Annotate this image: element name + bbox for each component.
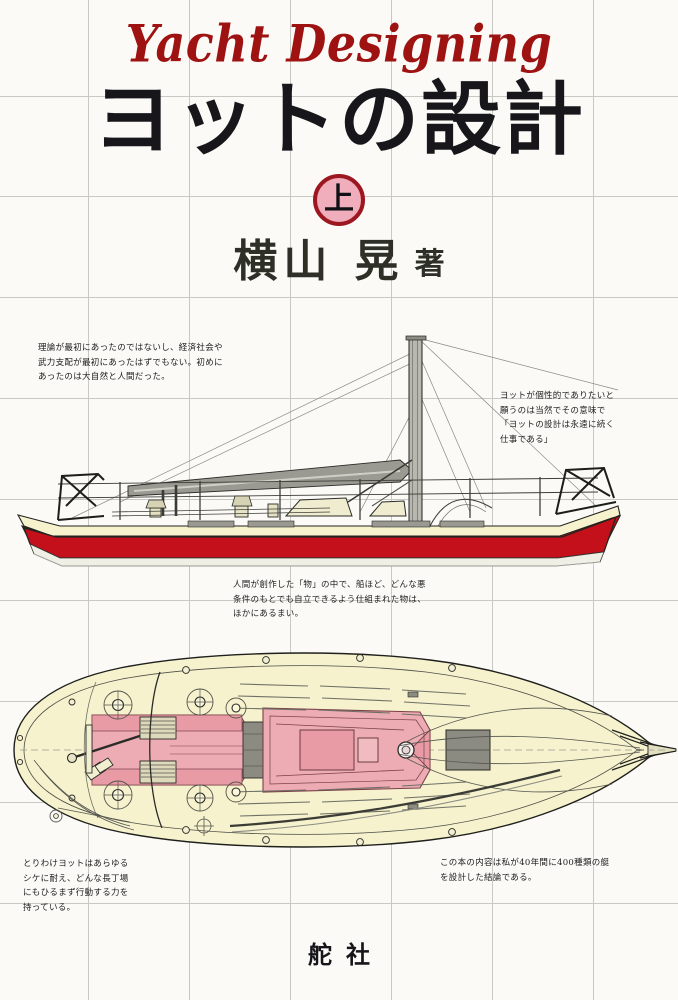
yacht-profile-drawing [16,335,622,567]
english-script-title: Yacht Designing [125,13,553,74]
caption-storm: とりわけヨットはあらゆるシケに耐え、どんな長丁場にもひるまず行動する力を持ってい… [23,859,129,913]
author-suffix: 著 [414,247,445,282]
yacht-deck-plan-drawing [13,652,677,848]
caption-summary: この本の内容は私が40年間に400種類の艇を設計した結論である。 [440,858,610,883]
author-name: 横山 晃 [233,236,405,287]
caption-theory: 理論が最初にあったのではないし、経済社会や武力支配が最初にあったはずでもない。初… [38,343,223,383]
publisher-name: 舵社 [308,941,384,969]
volume-badge-label: 上 [324,182,354,217]
volume-badge: 上 [313,174,365,226]
caption-identity: ヨットが個性的でありたいと願うのは当然でその意味で「ヨットの設計は永遠に続く仕事… [500,391,615,445]
page-title: ヨットの設計 [93,73,585,166]
caption-creation: 人間が創作した「物」の中で、船ほど、どんな悪条件のもとでも自立できるよう仕組まれ… [233,580,427,620]
masthead: Yacht Designing ヨットの設計 上 横山 晃著 [0,0,678,284]
author-byline: 横山 晃著 [0,240,678,284]
